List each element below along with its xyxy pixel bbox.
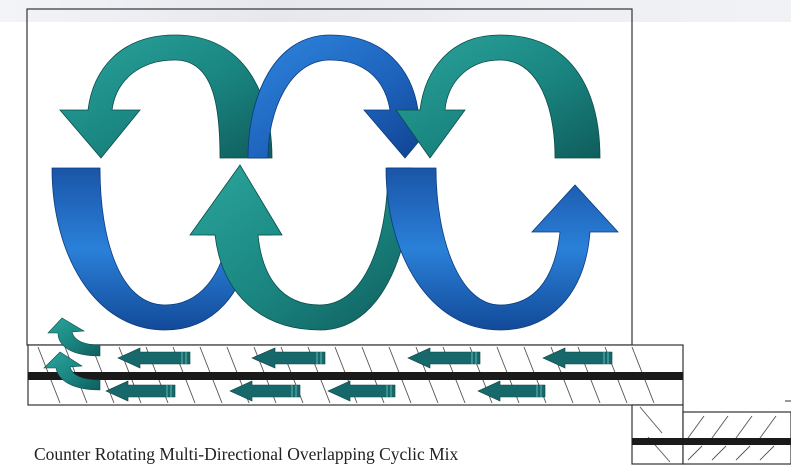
feed-arrows-upper <box>117 347 613 369</box>
outlet-shaft <box>632 438 791 445</box>
curved-arrow-blue <box>247 34 446 159</box>
outlet-chute <box>631 404 791 465</box>
diagram-caption: Counter Rotating Multi-Directional Overl… <box>34 444 459 464</box>
curved-arrow-teal <box>189 164 413 331</box>
curved-arrow-blue <box>385 167 619 331</box>
curved-arrow-teal <box>43 351 101 391</box>
feed-arrows-lower <box>105 380 546 402</box>
outlet-flights <box>639 406 777 463</box>
header-banner <box>0 0 791 22</box>
feed-arrow-stripes <box>166 352 609 397</box>
curved-arrow-teal <box>47 317 101 357</box>
curved-arrow-teal <box>59 34 273 159</box>
curved-arrow-teal <box>395 34 601 159</box>
drive-shaft <box>28 372 683 380</box>
